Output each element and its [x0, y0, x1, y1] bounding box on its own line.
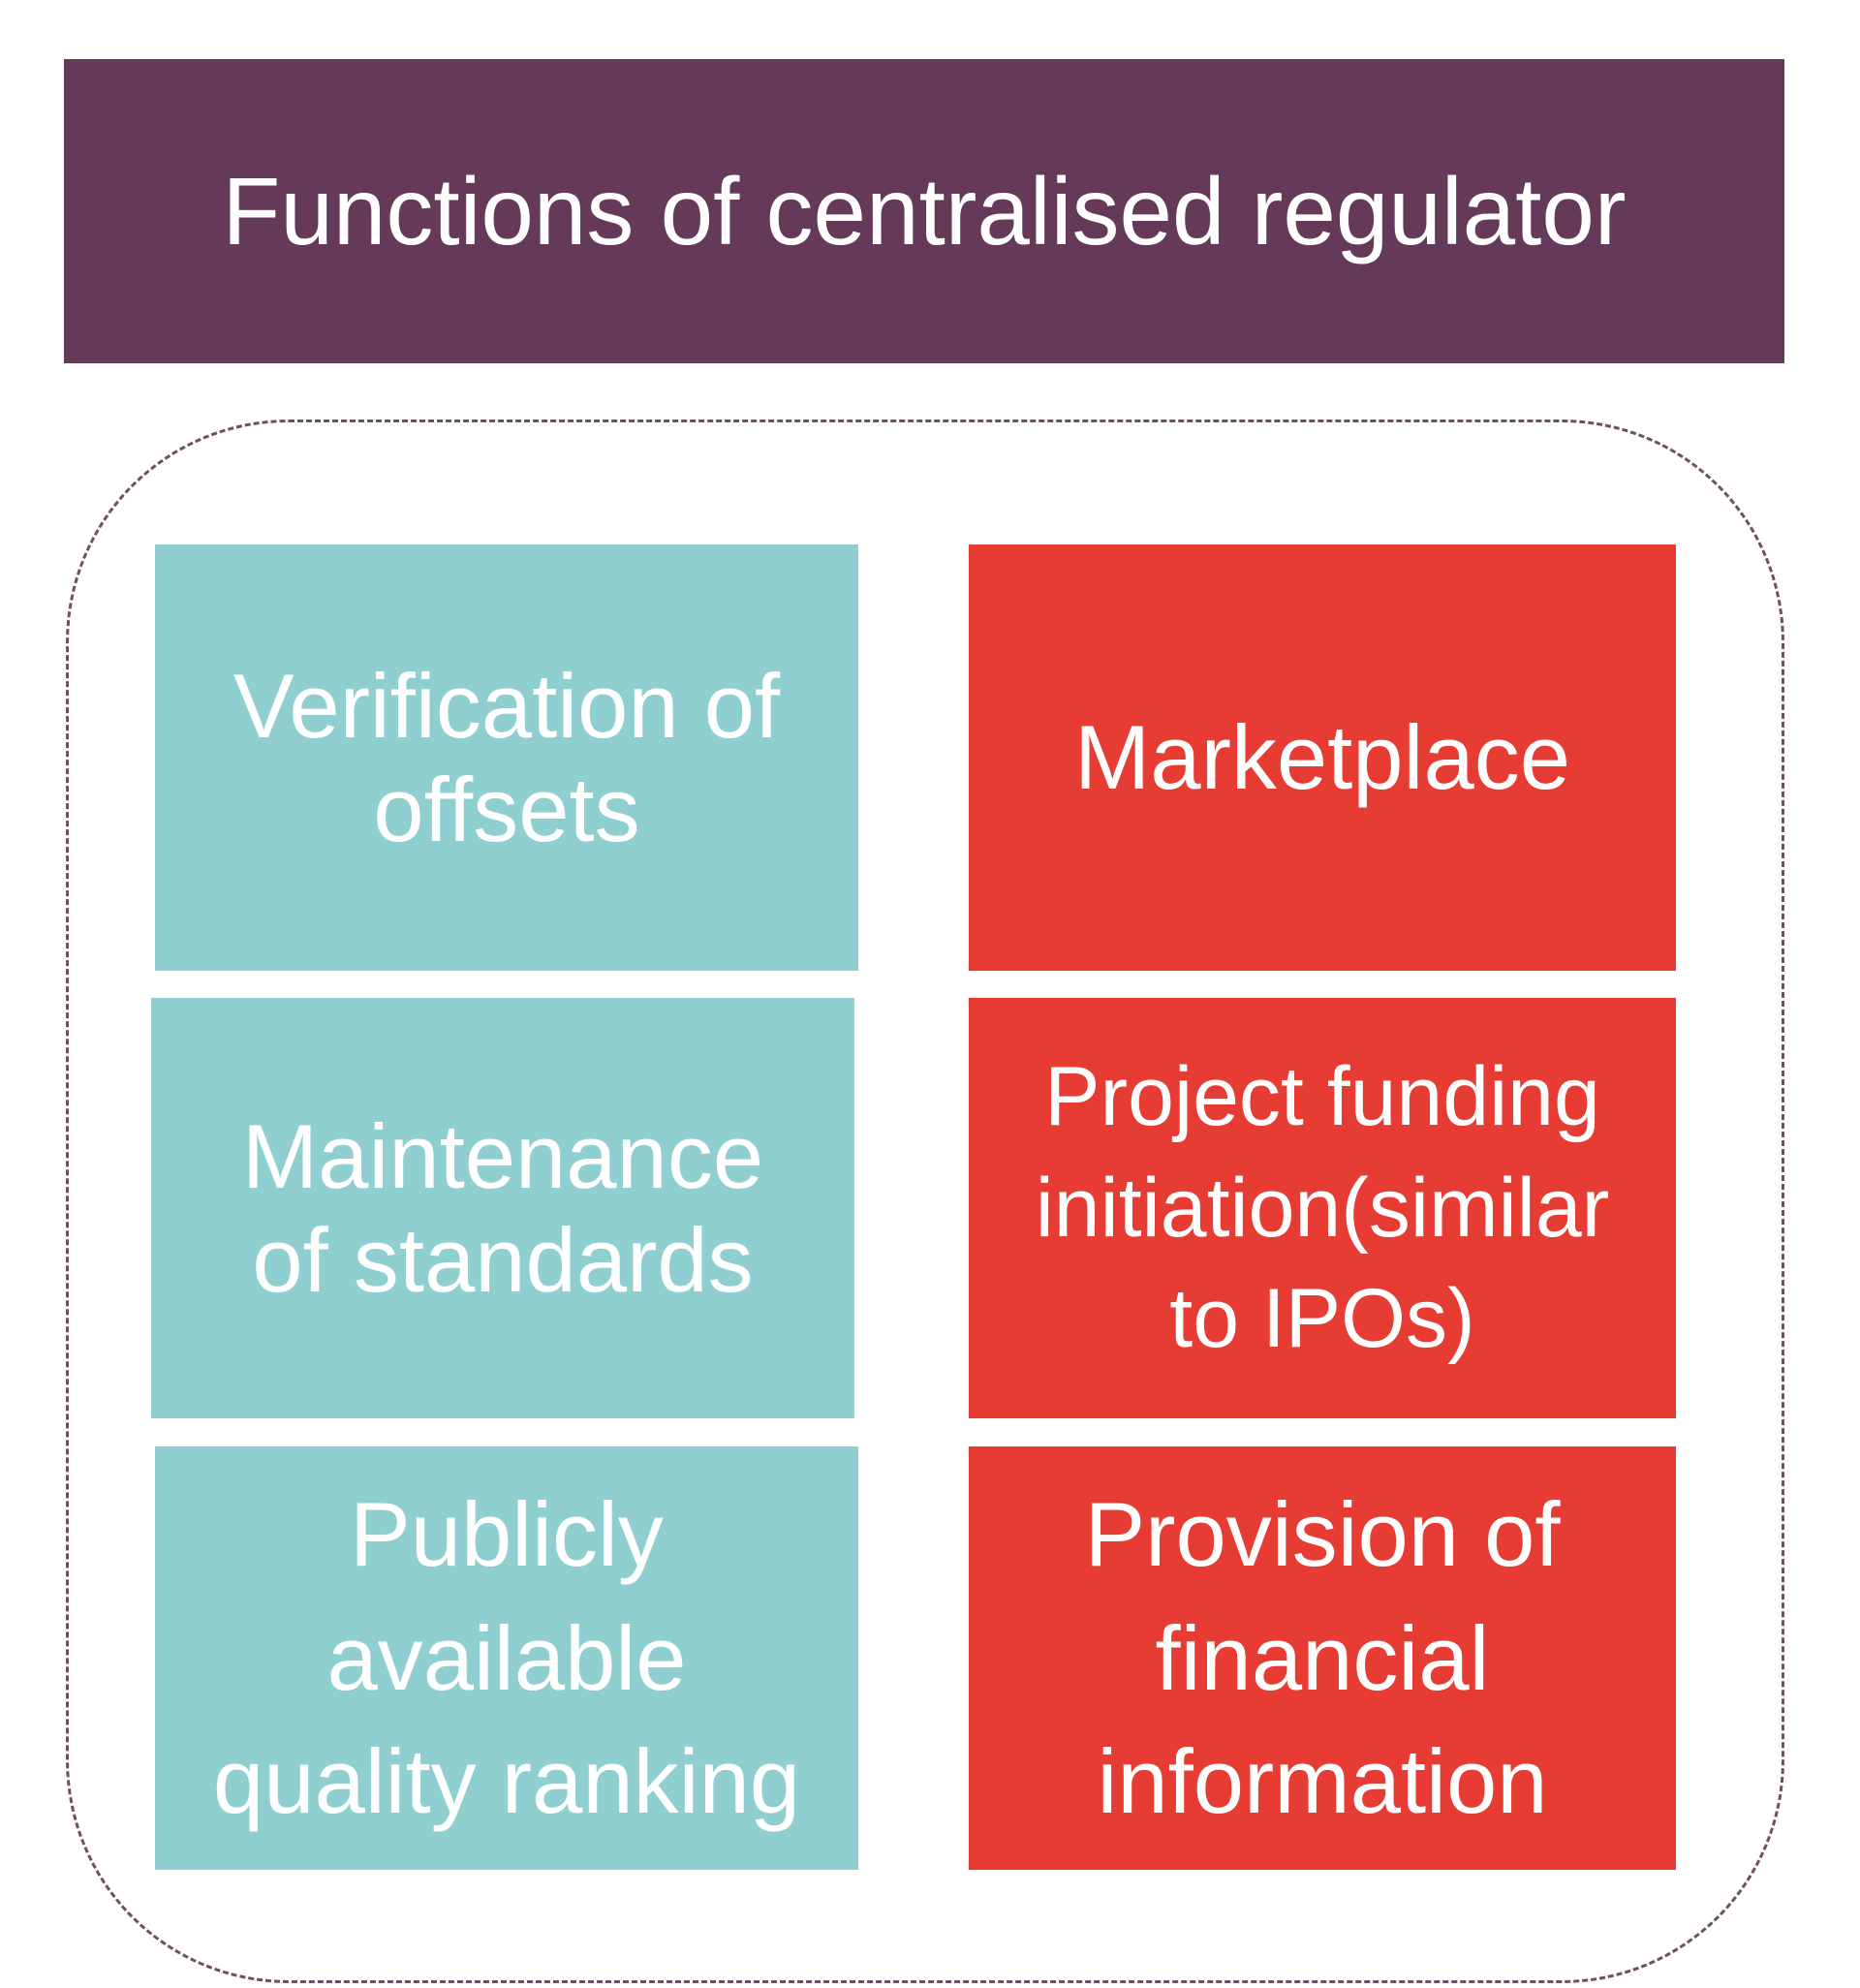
function-label-line: Maintenance: [241, 1104, 764, 1207]
functions-group-outline: [66, 419, 1784, 1983]
function-label-line: initiation(similar: [1035, 1161, 1610, 1255]
function-box-funding: Project funding initiation(similar to IP…: [969, 998, 1676, 1418]
function-label-line: Marketplace: [1074, 706, 1570, 809]
function-label-line: Verification of: [232, 654, 781, 757]
function-label-line: Publicly: [350, 1482, 664, 1585]
diagram-title: Functions of centralised regulator: [222, 158, 1627, 264]
function-label-line: quality ranking: [212, 1730, 801, 1833]
function-box-financial: Provision of financial information: [969, 1446, 1676, 1870]
function-box-verification: Verification of offsets: [155, 544, 858, 971]
function-label: Publicly available quality ranking: [213, 1473, 800, 1844]
diagram-title-banner: Functions of centralised regulator: [64, 59, 1784, 363]
function-label: Maintenance of standards: [242, 1104, 763, 1312]
function-box-ranking: Publicly available quality ranking: [155, 1446, 858, 1870]
function-label-line: of standards: [252, 1209, 754, 1311]
function-box-marketplace: Marketplace: [969, 544, 1676, 971]
function-box-maintenance: Maintenance of standards: [151, 998, 854, 1418]
function-label-line: available: [326, 1606, 687, 1709]
function-label-line: financial: [1155, 1606, 1490, 1709]
function-label-line: Project funding: [1044, 1050, 1600, 1144]
function-label-line: to IPOs): [1169, 1272, 1475, 1366]
function-label: Verification of offsets: [233, 654, 780, 861]
function-label-line: offsets: [373, 759, 640, 860]
function-label-line: information: [1097, 1730, 1548, 1833]
function-label-line: Provision of: [1084, 1482, 1561, 1585]
function-label: Provision of financial information: [1084, 1473, 1560, 1844]
function-label: Marketplace: [1074, 705, 1570, 809]
function-label: Project funding initiation(similar to IP…: [1036, 1041, 1610, 1374]
